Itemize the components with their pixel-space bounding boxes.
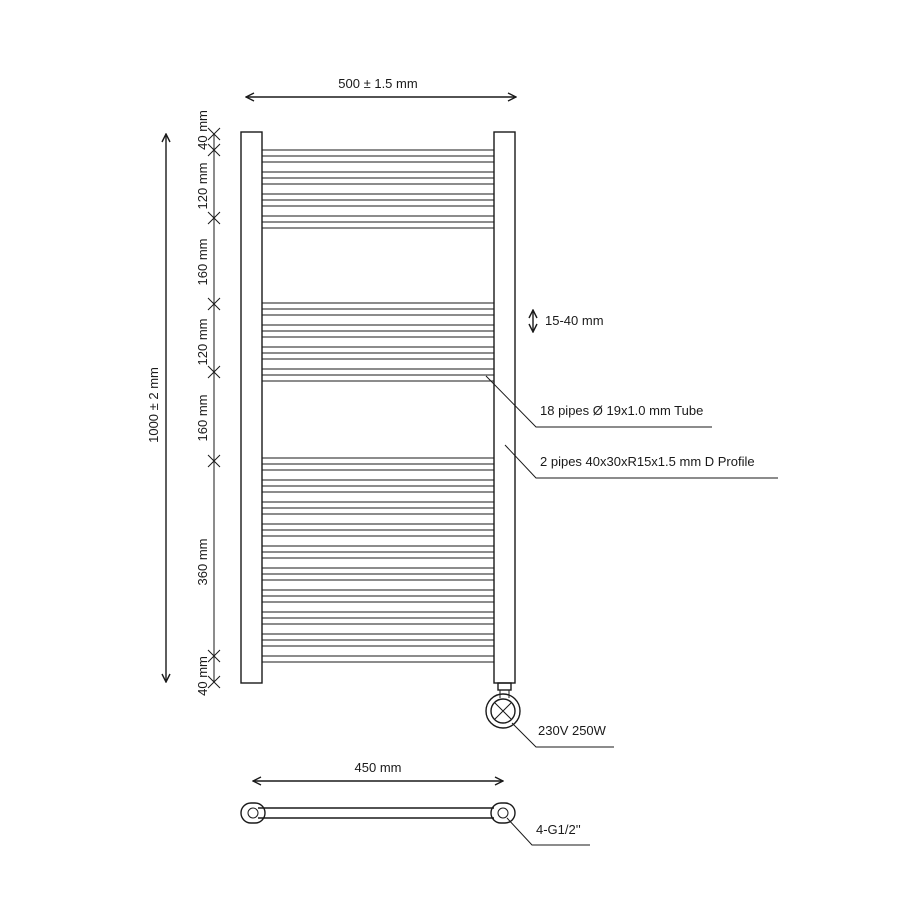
bottom-width-dimension: 450 mm: [253, 760, 503, 781]
segment-dimension-chain: 40 mm 120 mm 160 mm 120 mm 160 mm 360 mm…: [195, 110, 221, 696]
seg-bottom-40-label: 40 mm: [195, 656, 210, 696]
tube-group-top: [262, 149, 494, 229]
callout-heater-label: 230V 250W: [538, 723, 607, 738]
right-d-profile: [493, 131, 516, 684]
callout-profile-label: 2 pipes 40x30xR15x1.5 mm D Profile: [540, 454, 755, 469]
top-width-dimension: 500 ± 1.5 mm: [246, 76, 516, 97]
seg-top-40-label: 40 mm: [195, 110, 210, 150]
wall-distance-indicator: 15-40 mm: [533, 310, 604, 332]
total-height-label: 1000 ± 2 mm: [146, 367, 161, 443]
top-width-label: 500 ± 1.5 mm: [338, 76, 417, 91]
wall-distance-label: 15-40 mm: [545, 313, 604, 328]
seg-160-b-label: 160 mm: [195, 395, 210, 442]
tube-group-middle: [262, 302, 494, 382]
bottom-width-label: 450 mm: [355, 760, 402, 775]
callout-connection-label: 4-G1/2'': [536, 822, 581, 837]
callout-profile: 2 pipes 40x30xR15x1.5 mm D Profile: [504, 444, 778, 479]
callout-pipes-label: 18 pipes Ø 19x1.0 mm Tube: [540, 403, 703, 418]
total-height-dimension: 1000 ± 2 mm: [146, 134, 166, 682]
callout-heater: 230V 250W: [511, 722, 614, 748]
tube-group-bottom: [262, 457, 494, 663]
callout-connection: 4-G1/2'': [506, 817, 590, 846]
top-view: [240, 802, 516, 824]
seg-360-label: 360 mm: [195, 539, 210, 586]
left-d-profile: [240, 131, 263, 684]
seg-120-b-label: 120 mm: [195, 319, 210, 366]
seg-160-a-label: 160 mm: [195, 239, 210, 286]
heating-element: [485, 682, 521, 729]
callout-pipes: 18 pipes Ø 19x1.0 mm Tube: [485, 375, 712, 428]
seg-120-a-label: 120 mm: [195, 163, 210, 210]
